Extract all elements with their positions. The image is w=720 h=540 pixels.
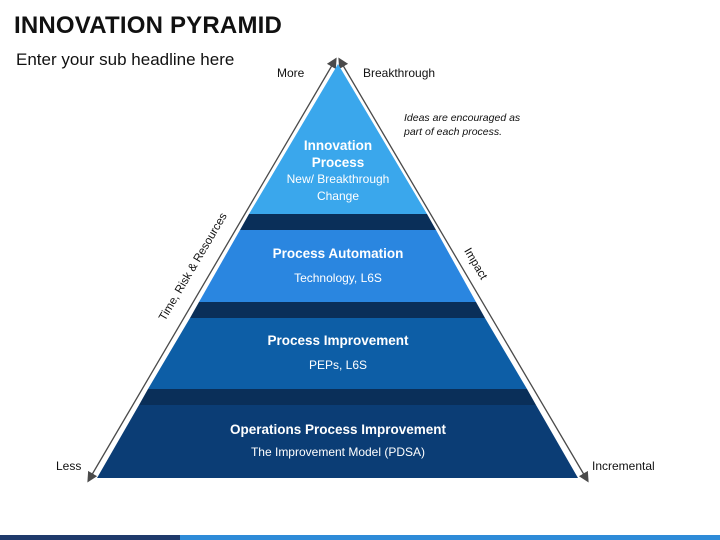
left-axis-arrow bbox=[87, 57, 337, 483]
bottom-left-label: Less bbox=[56, 459, 82, 473]
tier-1-sub-line2: Change bbox=[316, 189, 360, 203]
bottom-right-label: Incremental bbox=[592, 459, 655, 473]
page-title: INNOVATION PYRAMID bbox=[14, 12, 283, 39]
footer-bar-accent bbox=[180, 535, 720, 540]
tier-1-shadow bbox=[240, 214, 436, 230]
tier-4-sub: The Improvement Model (PDSA) bbox=[250, 445, 426, 459]
tier-4-text: Operations Process Improvement The Impro… bbox=[158, 421, 518, 461]
tier-1-shape bbox=[249, 64, 427, 214]
tier-3-text: Process Improvement PEPs, L6S bbox=[188, 332, 488, 374]
tier-3-shadow bbox=[139, 389, 536, 405]
side-note: Ideas are encouraged as part of each pro… bbox=[404, 112, 521, 138]
tier-1-sub-line1: New/ Breakthrough bbox=[286, 172, 390, 186]
tier-2-heading: Process Automation bbox=[272, 246, 404, 261]
tier-2-sub: Technology, L6S bbox=[294, 271, 382, 285]
tier-2-shadow bbox=[190, 302, 485, 318]
tier-3-heading: Process Improvement bbox=[267, 333, 409, 348]
tier-3-shape bbox=[148, 318, 527, 389]
right-axis-arrow bbox=[338, 57, 589, 483]
tier-1-heading-line2: Process bbox=[311, 155, 365, 170]
tier-4-heading: Operations Process Improvement bbox=[229, 422, 447, 437]
tier-2-text: Process Automation Technology, L6S bbox=[218, 245, 458, 287]
tier-4-shape bbox=[97, 405, 578, 478]
tier-2-shape bbox=[199, 230, 476, 302]
tier-1-text: Innovation Process New/ Breakthrough Cha… bbox=[268, 137, 408, 205]
tier-1-heading-line1: Innovation bbox=[303, 138, 373, 153]
tier-3-sub: PEPs, L6S bbox=[308, 358, 368, 372]
top-left-label: More bbox=[277, 66, 305, 80]
top-right-label: Breakthrough bbox=[363, 66, 436, 80]
